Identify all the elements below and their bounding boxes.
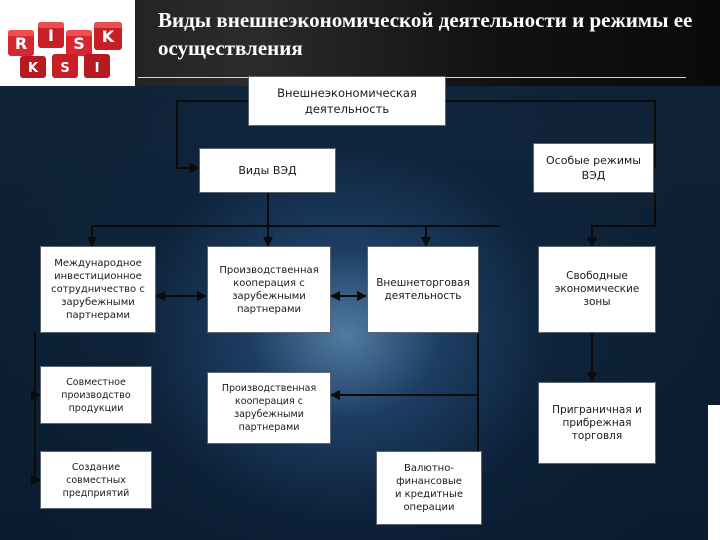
joint-production-node: Совместное производство продукции: [40, 366, 152, 424]
logo: R I S K K S I: [0, 0, 135, 86]
root-node: Внешнеэкономическая деятельность: [248, 76, 446, 126]
types-node-label: Виды ВЭД: [238, 164, 297, 177]
production-coop-2-node: Производственная кооперация с зарубежным…: [207, 372, 331, 444]
foreign-trade-label: Внешнеторговая деятельность: [376, 276, 470, 302]
joint-production-label: Совместное производство продукции: [61, 376, 131, 414]
svg-text:K: K: [102, 27, 115, 46]
connector-to-joint-ventures: [31, 395, 41, 485]
svg-text:K: K: [28, 61, 39, 76]
free-zones-node: Свободные экономические зоны: [538, 246, 656, 333]
svg-text:S: S: [73, 34, 85, 53]
svg-text:I: I: [95, 61, 100, 76]
foreign-trade-node: Внешнеторговая деятельность: [367, 246, 479, 333]
svg-text:I: I: [48, 26, 54, 45]
border-trade-node: Приграничная и прибрежная торговля: [538, 382, 656, 464]
border-trade-label: Приграничная и прибрежная торговля: [552, 403, 642, 442]
connector-root-types: [176, 100, 248, 173]
connector-root-special: [446, 100, 656, 168]
currency-ops-node: Валютно- финансовые и кредитные операции: [376, 451, 482, 525]
joint-ventures-node: Создание совместных предприятий: [40, 451, 152, 509]
root-node-label: Внешнеэкономическая деятельность: [277, 86, 417, 116]
currency-ops-label: Валютно- финансовые и кредитные операции: [394, 463, 464, 513]
joint-ventures-label: Создание совместных предприятий: [62, 461, 130, 499]
connector-to-coop-2: [330, 333, 479, 400]
special-regimes-label: Особые режимы ВЭД: [546, 154, 641, 182]
investment-node: Международное инвестиционное сотрудничес…: [40, 246, 156, 333]
free-zones-label: Свободные экономические зоны: [554, 270, 640, 308]
production-coop-label: Производственная кооперация с зарубежным…: [219, 264, 319, 315]
investment-label: Международное инвестиционное сотрудничес…: [51, 258, 145, 321]
svg-text:R: R: [15, 34, 27, 53]
production-coop-node: Производственная кооперация с зарубежным…: [207, 246, 331, 333]
edge-panel: [708, 405, 720, 540]
svg-text:S: S: [60, 61, 69, 76]
special-regimes-node: Особые режимы ВЭД: [533, 143, 654, 193]
connector-to-free-zones: [587, 193, 656, 247]
slide-title: Виды внешнеэкономической деятельности и …: [158, 8, 693, 60]
types-node: Виды ВЭД: [199, 148, 336, 193]
production-coop-2-label: Производственная кооперация с зарубежным…: [221, 383, 317, 433]
risk-dice-icon: R I S K K S I: [8, 22, 122, 78]
